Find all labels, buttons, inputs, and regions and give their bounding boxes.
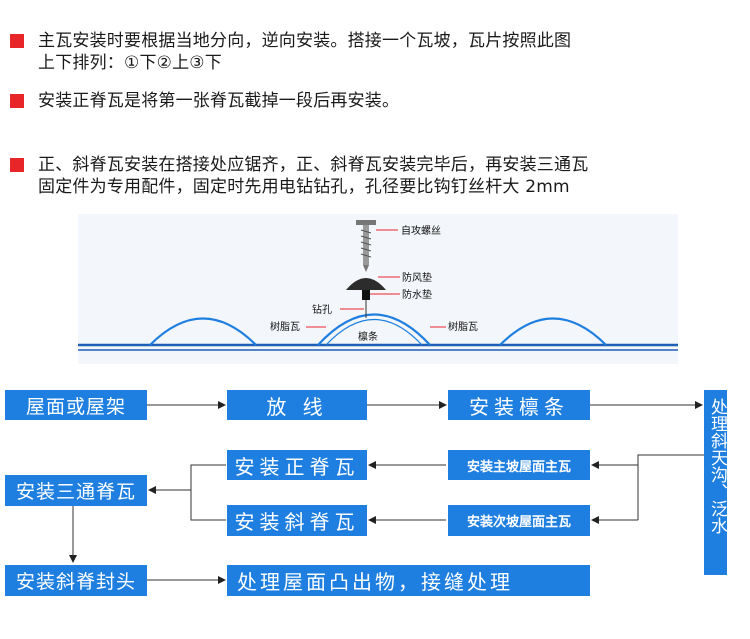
- tile-cross-section: 自攻螺丝 防风垫 防水垫 钻孔 树脂瓦 树脂瓦 檩条: [78, 220, 678, 351]
- step-roof-frame: 屋面或屋架: [5, 390, 147, 420]
- note-text: 安装正脊瓦是将第一张脊瓦截掉一段后再安装。: [38, 91, 400, 111]
- water-pad-shape: [362, 290, 370, 300]
- connector-drain-bracket: [637, 454, 704, 520]
- corrugation-center: [317, 313, 431, 346]
- step-roof-protrusion: 处理屋面凸出物，接缝处理: [227, 565, 590, 596]
- step-install-purlin: 安装檩条: [448, 390, 590, 420]
- wind-pad-shape: [346, 278, 386, 290]
- drain-text: 处理斜天沟、泛水: [707, 398, 727, 534]
- step-sub-slope-tile: 安装次坡屋面主瓦: [448, 505, 590, 536]
- tile-installation-illustration: 自攻螺丝 防风垫 防水垫 钻孔 树脂瓦 树脂瓦 檩条: [78, 214, 678, 364]
- bullet-square: [10, 158, 24, 172]
- label-resin-left: 树脂瓦: [270, 320, 300, 333]
- corrugation-right: [499, 317, 607, 346]
- label-drill: 钻孔: [312, 303, 332, 316]
- screw-thread: [360, 229, 372, 258]
- screw-head: [356, 220, 376, 225]
- step-line-setting: 放 线: [227, 390, 367, 420]
- screw-tip: [363, 265, 369, 272]
- step-tee-ridge-tile: 安装三通脊瓦: [5, 475, 147, 506]
- bullet-square: [10, 34, 24, 48]
- corrugation-left: [149, 317, 257, 346]
- connector-ridge-bracket: [190, 464, 226, 521]
- label-wind-pad: 防风垫: [402, 271, 432, 284]
- step-main-slope-tile: 安装主坡屋面主瓦: [448, 450, 590, 480]
- corrugation-center-inner: [325, 318, 423, 346]
- note-text: 正、斜脊瓦安装在搭接处应锯齐，正、斜脊瓦安装完毕后，再安装三通瓦 固定件为专用配…: [38, 155, 589, 197]
- label-purlin: 檩条: [358, 330, 378, 343]
- label-water-pad: 防水垫: [402, 288, 432, 301]
- label-resin-right: 树脂瓦: [448, 320, 478, 333]
- step-hip-cap: 安装斜脊封头: [5, 565, 147, 596]
- step-hip-ridge-tile: 安装斜脊瓦: [227, 505, 367, 536]
- note-text: 主瓦安装时要根据当地分向，逆向安装。搭接一个瓦坡，瓦片按照此图 上下排列：①下②…: [38, 31, 572, 73]
- bullet-square: [10, 94, 24, 108]
- screw-shaft: [363, 225, 369, 265]
- label-screw: 自攻螺丝: [401, 224, 441, 237]
- step-drain-treatment: 处理斜天沟、泛水: [704, 390, 727, 575]
- step-ridge-tile: 安装正脊瓦: [227, 450, 367, 480]
